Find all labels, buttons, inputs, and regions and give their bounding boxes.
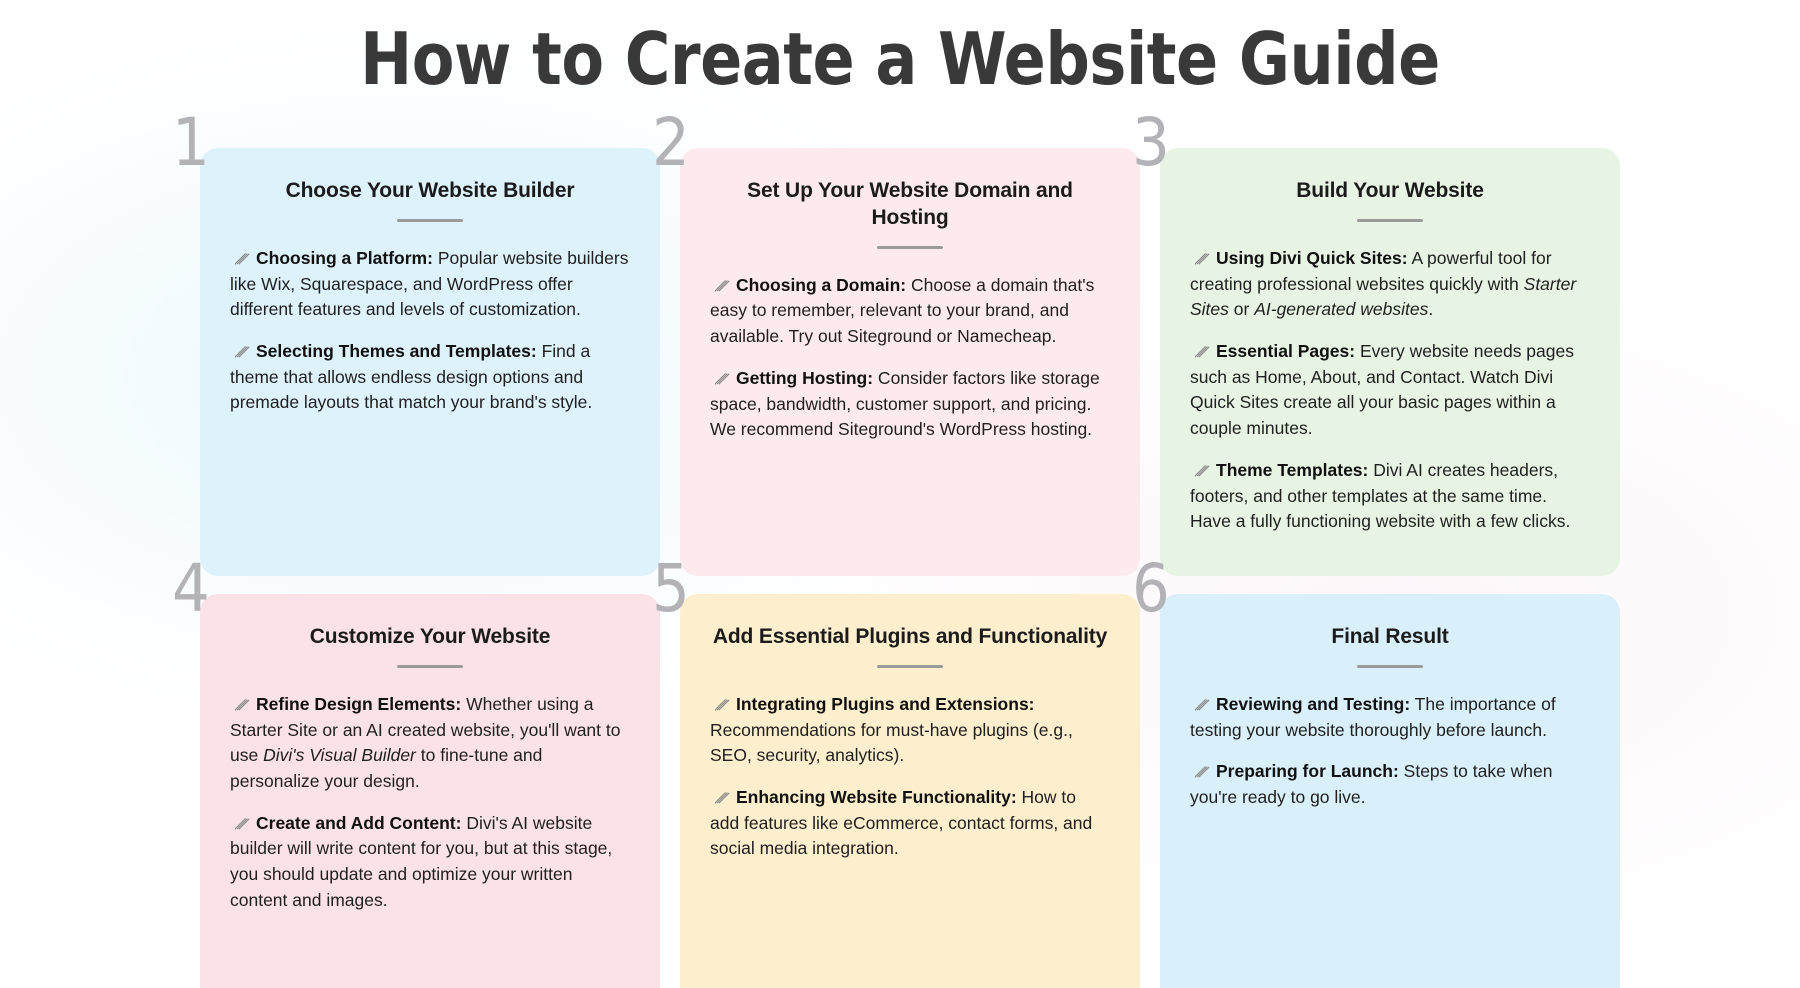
page-title: How to Create a Website Guide bbox=[360, 17, 1440, 101]
title-divider bbox=[1357, 664, 1423, 668]
bullet-text: Recommendations for must-have plugins (e… bbox=[710, 719, 1073, 766]
pencil-icon bbox=[234, 698, 250, 711]
step-card-title: Customize Your Website bbox=[309, 625, 551, 648]
bullet-text: Divi AI creates headers, footers, and ot… bbox=[1190, 459, 1571, 532]
pencil-icon bbox=[1194, 698, 1210, 711]
pencil-icon bbox=[714, 698, 730, 711]
bullet-text: to fine-tune and personalize your design… bbox=[230, 745, 543, 792]
bullet-label: Selecting Themes and Templates: bbox=[256, 341, 537, 362]
bullet-list: Refine Design Elements: Whether using a … bbox=[230, 692, 630, 914]
pencil-icon bbox=[714, 279, 730, 292]
pencil-icon bbox=[234, 252, 250, 265]
pencil-icon bbox=[234, 817, 250, 830]
bullet-text: Every website needs pages such as Home, … bbox=[1190, 341, 1574, 439]
pencil-icon bbox=[1194, 765, 1210, 778]
pencil-icon bbox=[714, 372, 730, 385]
bullet-item: Preparing for Launch: Steps to take when… bbox=[1190, 759, 1590, 810]
bullet-label: Preparing for Launch: bbox=[1216, 761, 1399, 782]
bullet-list: Choosing a Domain: Choose a domain that'… bbox=[710, 273, 1110, 443]
bullet-text-emphasis: Divi's Visual Builder bbox=[263, 745, 416, 766]
bullet-text: or bbox=[1228, 299, 1255, 320]
title-divider bbox=[397, 664, 463, 668]
bullet-item: Selecting Themes and Templates: Find a t… bbox=[230, 339, 630, 416]
step-number-1: 1 bbox=[172, 104, 210, 181]
bullet-text: Steps to take when you're ready to go li… bbox=[1190, 761, 1553, 808]
bullet-text: Popular website builders like Wix, Squar… bbox=[230, 247, 629, 320]
bullet-text: Whether using a Starter Site or an AI cr… bbox=[230, 693, 621, 766]
bullet-text: A powerful tool for creating professiona… bbox=[1190, 247, 1552, 294]
bullet-item: Choosing a Platform: Popular website bui… bbox=[230, 246, 630, 323]
bullet-label: Essential Pages: bbox=[1216, 341, 1356, 362]
bullet-label: Enhancing Website Functionality: bbox=[736, 787, 1017, 808]
bullet-label: Refine Design Elements: bbox=[256, 693, 462, 714]
title-divider bbox=[1357, 218, 1423, 222]
bullet-label: Getting Hosting: bbox=[736, 367, 874, 388]
bullet-text: The importance of testing your website t… bbox=[1190, 693, 1556, 740]
bullet-item: Using Divi Quick Sites: A powerful tool … bbox=[1190, 246, 1590, 323]
step-card-title: Choose Your Website Builder bbox=[285, 179, 575, 202]
bullet-list: Reviewing and Testing: The importance of… bbox=[1190, 692, 1590, 811]
bullet-item: Choosing a Domain: Choose a domain that'… bbox=[710, 273, 1110, 350]
pencil-icon bbox=[234, 345, 250, 358]
step-card-title: Add Essential Plugins and Functionality bbox=[712, 625, 1108, 648]
step-card-title: Build Your Website bbox=[1296, 179, 1484, 202]
bullet-label: Integrating Plugins and Extensions: bbox=[736, 693, 1035, 714]
title-divider bbox=[397, 218, 463, 222]
bullet-text: Find a theme that allows endless design … bbox=[230, 341, 593, 413]
bullet-text-emphasis: Starter Sites bbox=[1190, 273, 1577, 320]
step-card-title: Set Up Your Website Domain and Hosting bbox=[747, 179, 1073, 229]
pencil-icon bbox=[1194, 345, 1210, 358]
bullet-text-emphasis: AI-generated websites bbox=[1254, 299, 1429, 320]
bullet-label: Choosing a Domain: bbox=[736, 274, 907, 295]
bullet-label: Choosing a Platform: bbox=[256, 247, 433, 268]
bullet-item: Theme Templates: Divi AI creates headers… bbox=[1190, 458, 1590, 535]
bullet-text: Choose a domain that's easy to remember,… bbox=[710, 274, 1095, 347]
bullet-item: Getting Hosting: Consider factors like s… bbox=[710, 366, 1110, 443]
bullet-label: Create and Add Content: bbox=[256, 812, 462, 833]
bullet-list: Choosing a Platform: Popular website bui… bbox=[230, 246, 630, 416]
bullet-item: Enhancing Website Functionality: How to … bbox=[710, 785, 1110, 862]
bullet-text: . bbox=[1428, 299, 1434, 320]
title-divider bbox=[877, 245, 943, 249]
pencil-icon bbox=[1194, 464, 1210, 477]
bullet-item: Refine Design Elements: Whether using a … bbox=[230, 692, 630, 795]
bullet-item: Essential Pages: Every website needs pag… bbox=[1190, 339, 1590, 442]
title-divider bbox=[877, 664, 943, 668]
step-card-title: Final Result bbox=[1331, 625, 1449, 648]
bullet-text: Consider factors like storage space, ban… bbox=[710, 367, 1100, 440]
pencil-icon bbox=[714, 791, 730, 804]
bullet-label: Using Divi Quick Sites: bbox=[1216, 247, 1408, 268]
bullet-text: How to add features like eCommerce, cont… bbox=[710, 787, 1093, 859]
bullet-label: Reviewing and Testing: bbox=[1216, 693, 1411, 714]
bullet-item: Create and Add Content: Divi's AI websit… bbox=[230, 811, 630, 914]
bullet-text: Divi's AI website builder will write con… bbox=[230, 812, 613, 910]
pencil-icon bbox=[1194, 252, 1210, 265]
bullet-item: Integrating Plugins and Extensions: Reco… bbox=[710, 692, 1110, 769]
bullet-list: Integrating Plugins and Extensions: Reco… bbox=[710, 692, 1110, 862]
bullet-list: Using Divi Quick Sites: A powerful tool … bbox=[1190, 246, 1590, 535]
bullet-item: Reviewing and Testing: The importance of… bbox=[1190, 692, 1590, 743]
page-title-container: How to Create a Website Guide bbox=[0, 14, 1800, 104]
bullet-label: Theme Templates: bbox=[1216, 459, 1369, 480]
